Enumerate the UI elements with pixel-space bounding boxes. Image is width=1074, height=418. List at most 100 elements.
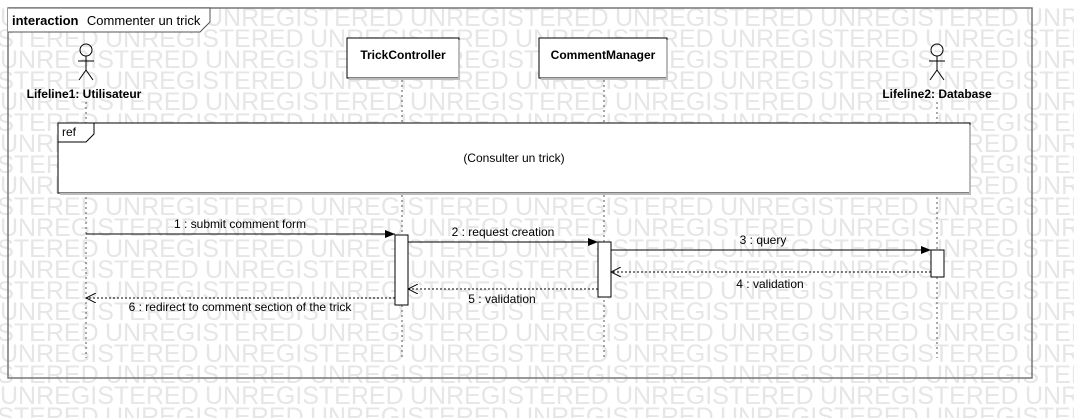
- watermark-text: UNREGISTERED: [925, 277, 1074, 305]
- watermark-text: UNREGISTERED: [205, 298, 404, 326]
- watermark-text: UNREGISTERED: [105, 193, 304, 221]
- watermark-text: UNREGISTERED: [410, 88, 609, 116]
- watermark-text: UNREGISTERED: [925, 193, 1074, 221]
- watermark-text: UNREGISTERED: [720, 235, 919, 263]
- watermark-text: UNREGISTERED: [615, 214, 814, 242]
- watermark-text: UNREGISTERED: [0, 214, 199, 242]
- watermark-text: UNREGISTERED: [820, 214, 1019, 242]
- watermark-text: UNREGISTERED: [515, 235, 714, 263]
- message-3-label: 3 : query: [740, 233, 787, 247]
- watermark-text: UNREGISTERED: [105, 277, 304, 305]
- watermark-text: UNREGISTERED: [1025, 340, 1074, 368]
- interaction-frame: [7, 7, 1033, 379]
- watermark-text: UNREGISTERED: [820, 382, 1019, 410]
- watermark-text: UNREGISTERED: [410, 340, 609, 368]
- watermark-text: UNREGISTERED: [1025, 172, 1074, 200]
- watermark-text: UNREGISTERED: [105, 67, 304, 95]
- watermark-text: UNREGISTERED: [310, 319, 509, 347]
- watermark-text: UNREGISTERED: [410, 382, 609, 410]
- watermark-text: UNREGISTERED: [1025, 46, 1074, 74]
- ref-tab: [58, 122, 95, 143]
- lifeline-box-trickcontroller[interactable]: [346, 37, 460, 79]
- watermark-text: UNREGISTERED: [820, 298, 1019, 326]
- watermark-text: UNREGISTERED: [410, 256, 609, 284]
- watermark-text: UNREGISTERED: [0, 277, 99, 305]
- lifeline-label-database: Lifeline2: Database: [882, 87, 992, 101]
- watermark-text: UNREGISTERED: [310, 361, 509, 389]
- watermark-text: UNREGISTERED: [720, 319, 919, 347]
- watermark-text: UNREGISTERED: [925, 235, 1074, 263]
- watermark-text: UNREGISTERED: [720, 67, 919, 95]
- message-4-label: 4 : validation: [736, 277, 803, 291]
- watermark-text: UNREGISTERED: [205, 214, 404, 242]
- watermark-text: UNREGISTERED: [105, 403, 304, 418]
- svg-text:interaction Commenter un t: interaction Commenter un trick: [12, 12, 201, 29]
- watermark-text: UNREGISTERED: [515, 277, 714, 305]
- watermark-text: UNREGISTERED: [925, 403, 1074, 418]
- watermark-text: UNREGISTERED: [515, 361, 714, 389]
- watermark-text: UNREGISTERED: [925, 67, 1074, 95]
- message-1-label: 1 : submit comment form: [174, 217, 306, 231]
- watermark-text: UNREGISTERED: [205, 340, 404, 368]
- watermark-text: UNREGISTERED: [1025, 88, 1074, 116]
- watermark-text: UNREGISTERED: [0, 382, 199, 410]
- watermark-text: UNREGISTERED: [615, 298, 814, 326]
- watermark-text: UNREGISTERED: [515, 403, 714, 418]
- watermark-text: UNREGISTERED: [0, 235, 99, 263]
- frame-title: Commenter un trick: [87, 13, 201, 28]
- lifeline-box-commentmanager[interactable]: [538, 37, 668, 79]
- watermark-text: UNREGISTERED: [720, 403, 919, 418]
- watermark-text: UNREGISTERED: [1025, 130, 1074, 158]
- watermark-text: UNREGISTERED: [515, 319, 714, 347]
- activation-trickcontroller: [394, 234, 409, 306]
- watermark-text: UNREGISTERED: [105, 319, 304, 347]
- watermark-text: UNREGISTERED: [720, 277, 919, 305]
- watermark-text: UNREGISTERED: [0, 340, 199, 368]
- watermark-text: UNREGISTERED: [925, 319, 1074, 347]
- watermark-text: UNREGISTERED: [0, 298, 199, 326]
- watermark-text: UNREGISTERED: [310, 235, 509, 263]
- watermark-text: UNREGISTERED: [1025, 214, 1074, 242]
- watermark-text: UNREGISTERED: [615, 340, 814, 368]
- watermark-text: UNREGISTERED: [820, 340, 1019, 368]
- watermark-text: UNREGISTERED: [0, 319, 99, 347]
- watermark-text: UNREGISTERED: [615, 88, 814, 116]
- watermark-text: UNREGISTERED: [1025, 298, 1074, 326]
- watermark-text: UNREGISTERED: [925, 361, 1074, 389]
- watermark-text: UNREGISTERED: [205, 88, 404, 116]
- watermark-text: UNREGISTERED: [0, 361, 99, 389]
- watermark-text: UNREGISTERED: [105, 235, 304, 263]
- watermark-text: UNREGISTERED: [820, 46, 1019, 74]
- watermark-text: UNREGISTERED: [515, 193, 714, 221]
- watermark-text: UNREGISTERED: [0, 46, 199, 74]
- watermark-text: UNREGISTERED: [1025, 256, 1074, 284]
- watermark-text: UNREGISTERED: [615, 382, 814, 410]
- watermark-text: UNREGISTERED: [615, 256, 814, 284]
- activation-commentmanager: [597, 241, 612, 298]
- watermark-text: UNREGISTERED: [310, 403, 509, 418]
- watermark-text: UNREGISTERED: [310, 193, 509, 221]
- ref-fragment[interactable]: [57, 122, 971, 194]
- message-6-label: 6 : redirect to comment section of the t…: [129, 300, 353, 314]
- watermark-text: UNREGISTERED: [820, 88, 1019, 116]
- ref-label: (Consulter un trick): [463, 151, 564, 165]
- activation-database: [930, 249, 945, 278]
- watermark-text: UNREGISTERED: [720, 361, 919, 389]
- lifeline-label-user: Lifeline1: Utilisateur: [27, 87, 142, 101]
- watermark-text: UNREGISTERED: [1025, 4, 1074, 32]
- watermark-text: UNREGISTERED: [1025, 382, 1074, 410]
- frame-tab: [8, 7, 211, 33]
- watermark-text: UNREGISTERED: [205, 256, 404, 284]
- lifeline-label-trickcontroller: TrickController: [360, 48, 446, 62]
- watermark-text: UNREGISTERED: [105, 361, 304, 389]
- watermark-text: UNREGISTERED: [0, 88, 199, 116]
- watermark-text: UNREGISTERED: [820, 256, 1019, 284]
- actor-database-icon[interactable]: [929, 43, 945, 81]
- watermark-text: UNREGISTERED: [205, 382, 404, 410]
- actor-user-icon[interactable]: [78, 43, 94, 81]
- watermark-text: UNREGISTERED: [720, 193, 919, 221]
- ref-keyword: ref: [62, 125, 77, 139]
- watermark-text: UNREGISTERED: [0, 403, 99, 418]
